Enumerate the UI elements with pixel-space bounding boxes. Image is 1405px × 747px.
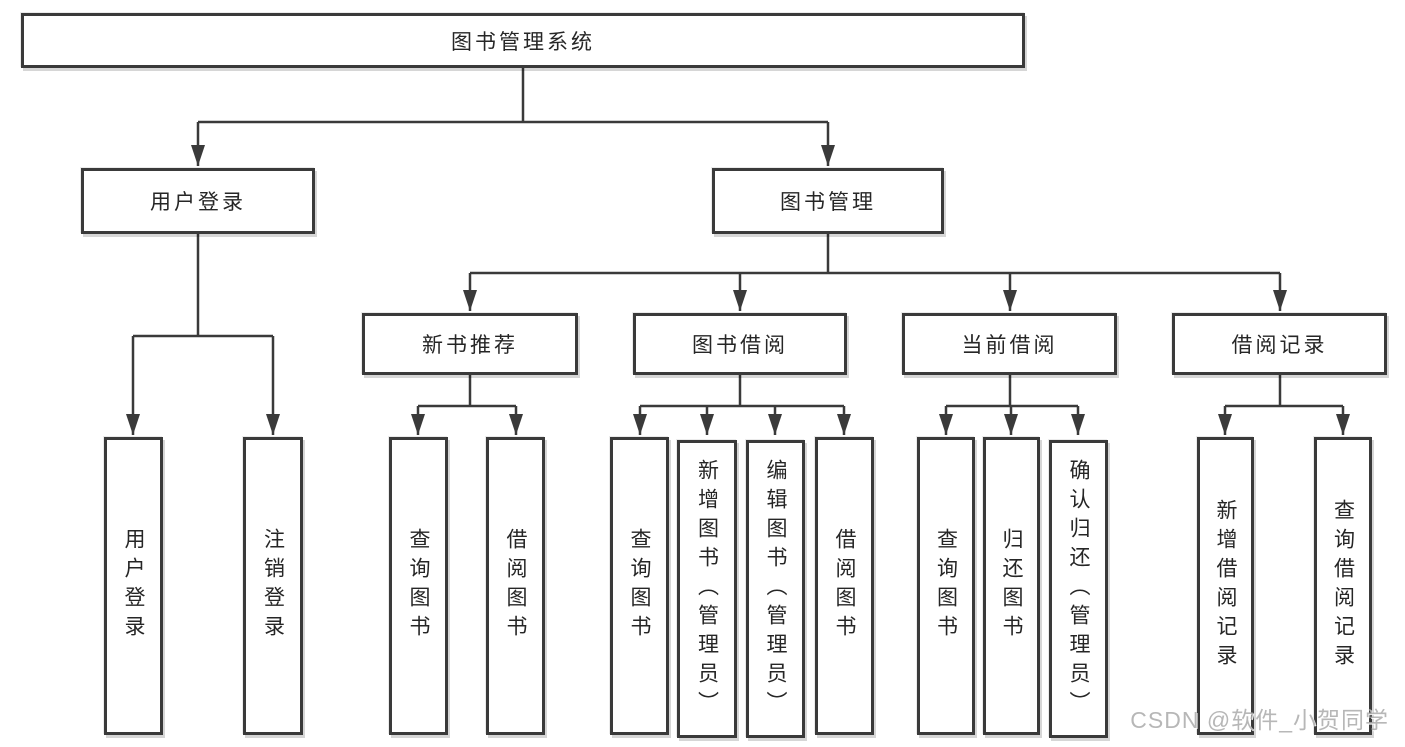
connector-borrow-record-split [1218,375,1350,435]
connector-user-login-split [126,234,280,435]
node-current-borrow: 当前借阅 [902,313,1117,375]
csdn-watermark: CSDN @软件_小贺同学 [1130,707,1389,733]
node-root: 图书管理系统 [21,13,1025,68]
connector-new-book-split [411,375,523,435]
connector-root-split [191,68,835,166]
leaf-add-borrow-record: 新增借阅记录 [1197,437,1254,735]
leaf-user-login: 用户登录 [104,437,163,735]
leaf-confirm-return-admin: 确认归还（管理员） [1049,440,1108,738]
connector-current-borrow-split [939,375,1085,435]
leaf-query-borrow-record: 查询借阅记录 [1314,437,1372,735]
leaf-return-book: 归还图书 [983,437,1040,735]
node-borrow-records: 借阅记录 [1172,313,1387,375]
leaf-query-books-current: 查询图书 [917,437,975,735]
leaf-logout: 注销登录 [243,437,303,735]
leaf-query-books-borrow: 查询图书 [610,437,669,735]
node-new-book-recommend: 新书推荐 [362,313,578,375]
node-book-management: 图书管理 [712,168,944,234]
node-user-login: 用户登录 [81,168,315,234]
leaf-add-book-admin: 新增图书（管理员） [677,440,737,738]
connector-book-borrow-split [633,375,851,435]
connector-book-management-split [463,234,1287,311]
leaf-borrow-books: 借阅图书 [815,437,874,735]
leaf-edit-book-admin: 编辑图书（管理员） [746,440,805,738]
leaf-borrow-books-recommend: 借阅图书 [486,437,545,735]
node-book-borrow: 图书借阅 [633,313,847,375]
leaf-query-books-recommend: 查询图书 [389,437,448,735]
